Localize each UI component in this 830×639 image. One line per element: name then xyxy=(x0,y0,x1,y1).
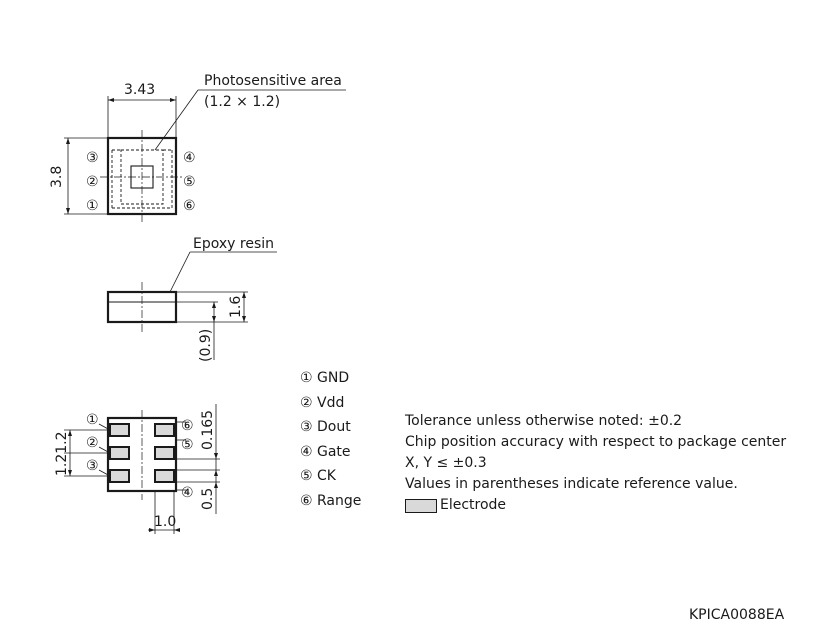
drawing-notes: Tolerance unless otherwise noted: ±0.2 C… xyxy=(405,411,786,516)
bottom-pin-left-2: ② xyxy=(86,435,99,451)
electrode-legend-label: Electrode xyxy=(440,497,507,513)
top-pin-right-2: ⑤ xyxy=(183,174,196,190)
pin-assignment-5: ⑤ CK xyxy=(300,468,336,485)
pin-assignment-6: ⑥ Range xyxy=(300,492,362,509)
photosensitive-area-size: (1.2 × 1.2) xyxy=(204,94,280,110)
photosensitive-area-label: Photosensitive area xyxy=(204,73,342,89)
electrode-pad-2 xyxy=(109,446,130,460)
note-chip-position: Chip position accuracy with respect to p… xyxy=(405,434,787,450)
pin-assignment-3: ③ Dout xyxy=(300,419,351,436)
bottom-pin-right-2: ⑤ xyxy=(181,437,194,453)
top-pin-left-3: ① xyxy=(86,198,99,214)
electrode-swatch xyxy=(405,498,437,513)
electrode-pad-3 xyxy=(109,469,130,483)
pin-assignment-4: ④ Gate xyxy=(300,443,351,460)
top-pin-right-3: ⑥ xyxy=(183,198,196,214)
side-reference-dimension: (0.9) xyxy=(198,329,214,362)
bottom-pad-dimension-bottom: 0.5 xyxy=(200,488,216,510)
document-id: KPICA0088EA xyxy=(689,607,785,623)
electrode-pad-4 xyxy=(154,469,175,483)
side-view: Epoxy resin 1.6 (0.9) xyxy=(106,236,277,362)
electrode-legend: Electrode xyxy=(405,495,786,516)
top-pin-left-1: ③ xyxy=(86,150,99,166)
side-thickness-dimension: 1.6 xyxy=(228,296,244,318)
note-reference-values: Values in parentheses indicate reference… xyxy=(405,476,738,492)
bottom-pin-left-3: ③ xyxy=(86,458,99,474)
bottom-pitch-dimension: 1.21.2 xyxy=(54,431,70,476)
electrode-pad-6 xyxy=(154,423,175,437)
bottom-pad-dimension-top: 0.165 xyxy=(200,410,216,450)
epoxy-resin-label: Epoxy resin xyxy=(193,236,274,252)
bottom-width-dimension: 1.0 xyxy=(154,514,176,530)
pin-assignment-1: ① GND xyxy=(300,370,350,386)
note-xy-tolerance: X, Y ≤ ±0.3 xyxy=(405,455,487,471)
top-view: 3.43 Photosensitive area (1.2 × 1.2) 3.8… xyxy=(49,73,346,222)
bottom-view: ① ② ③ ⑥ ⑤ ④ 1.21.2 0.165 0.5 1.0 xyxy=(54,404,220,534)
top-height-dimension: 3.8 xyxy=(49,166,65,188)
top-pin-right-1: ④ xyxy=(183,150,196,166)
top-width-dimension: 3.43 xyxy=(124,82,155,98)
pin-assignment-2: ② Vdd xyxy=(300,394,345,411)
pin-assignment-list: ① GND ② Vdd ③ Dout ④ Gate ⑤ CK ⑥ Range xyxy=(300,369,361,517)
top-pin-left-2: ② xyxy=(86,174,99,190)
electrode-pad-5 xyxy=(154,446,175,460)
bottom-pin-right-1: ⑥ xyxy=(181,418,194,434)
bottom-pin-left-1: ① xyxy=(86,412,99,428)
bottom-pin-right-3: ④ xyxy=(181,485,194,501)
note-tolerance: Tolerance unless otherwise noted: ±0.2 xyxy=(405,413,683,429)
electrode-pad-1 xyxy=(109,423,130,437)
